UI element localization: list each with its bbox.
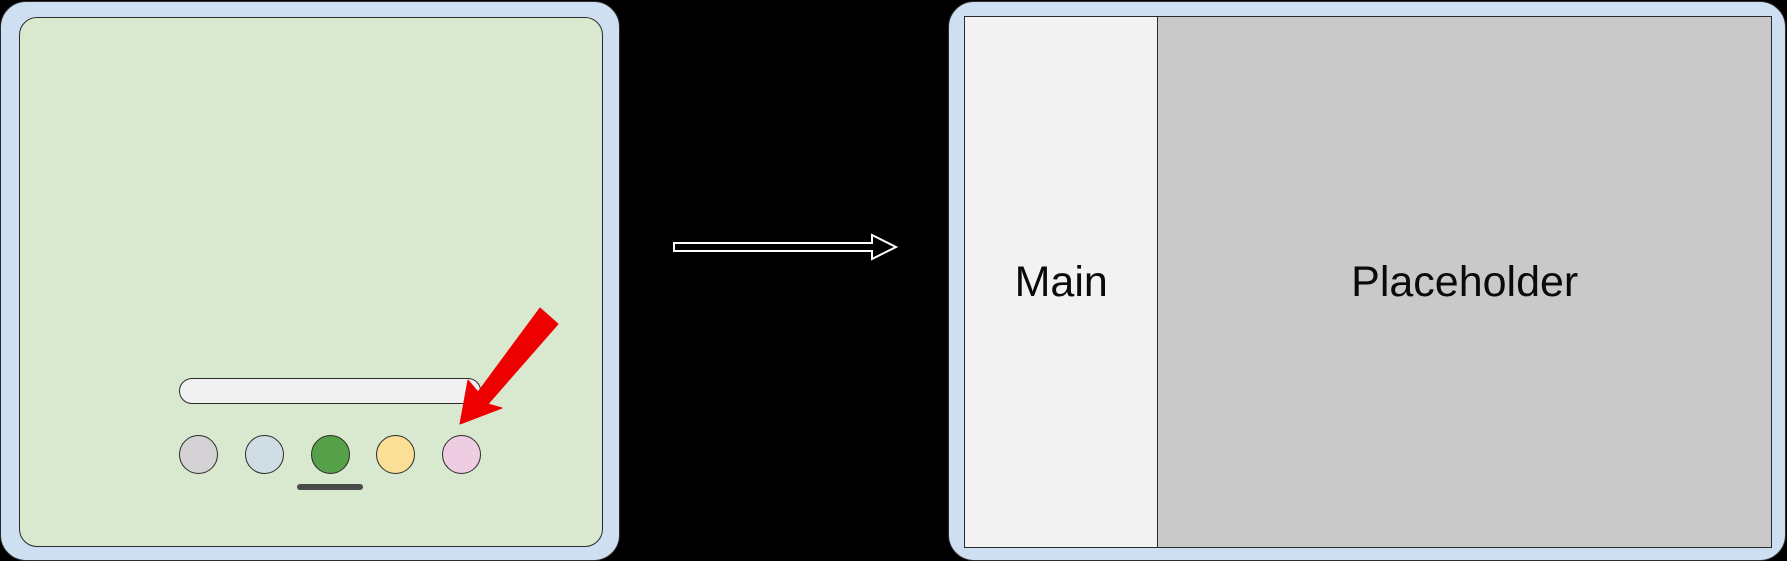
- tablet-before-screen: [19, 17, 603, 547]
- tablet-before-device: [0, 1, 620, 561]
- dock-dot-yellow[interactable]: [376, 434, 416, 474]
- dock-dot-green[interactable]: [310, 434, 350, 474]
- home-indicator: [297, 484, 363, 490]
- pane-main[interactable]: Main: [965, 17, 1159, 547]
- dock-dot-pink[interactable]: [442, 434, 481, 474]
- transition-arrow-body: [673, 233, 899, 261]
- tablet-after-device: Main Placeholder: [948, 1, 1786, 561]
- search-input[interactable]: [179, 378, 481, 404]
- pane-placeholder-label: Placeholder: [1351, 257, 1579, 306]
- dock-dot-blue[interactable]: [244, 434, 284, 474]
- pane-main-label: Main: [1014, 257, 1108, 306]
- tablet-after-screen: Main Placeholder: [964, 16, 1772, 548]
- pane-placeholder[interactable]: Placeholder: [1158, 17, 1771, 547]
- dock-dot-grey[interactable]: [179, 434, 218, 474]
- transition-arrow-right: [673, 233, 899, 261]
- dock-row: [179, 432, 481, 476]
